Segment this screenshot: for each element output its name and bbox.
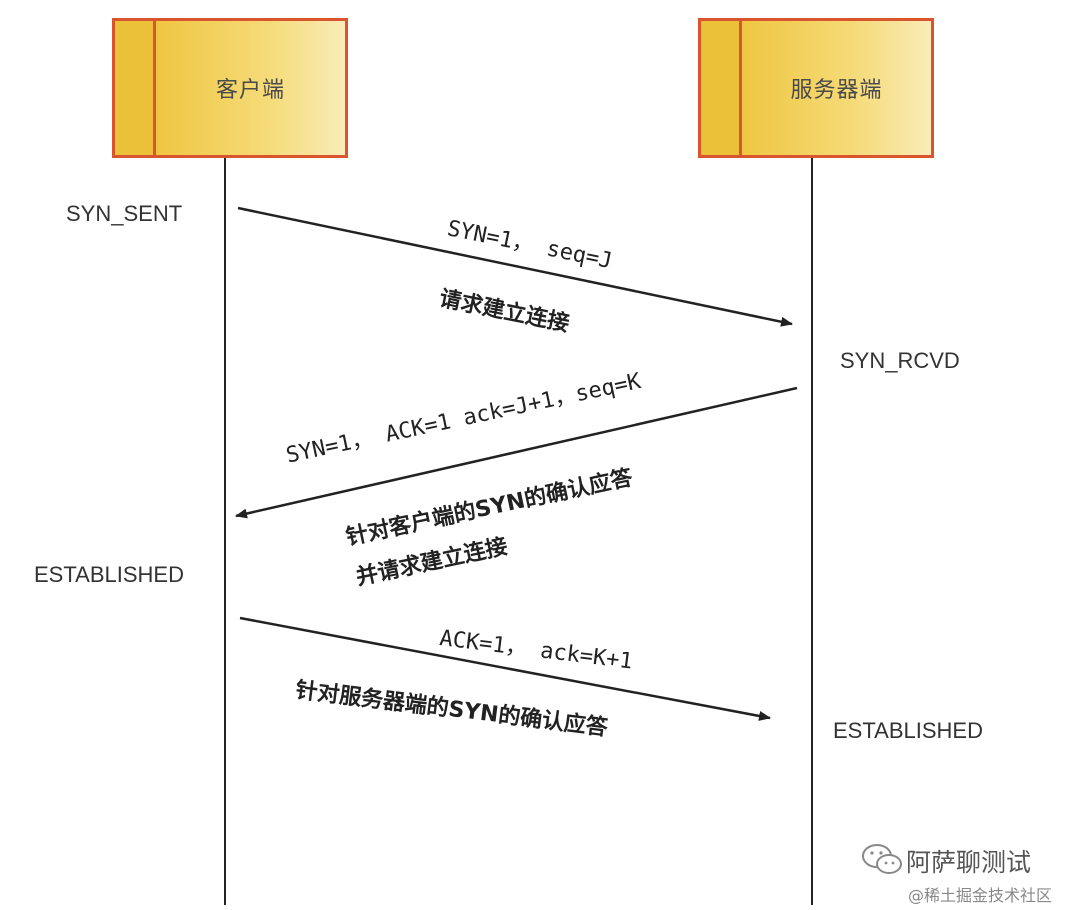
syn-arrow (237, 206, 793, 327)
server-box-body (742, 21, 931, 155)
server-box: 服务器端 (698, 18, 934, 158)
server-box-tab (701, 21, 742, 155)
watermark-title: 阿萨聊测试 (906, 848, 1032, 877)
client-label: 客户端 (215, 78, 285, 103)
server-state-syn-rcvd: SYN_RCVD (840, 348, 960, 373)
client-box-tab (115, 21, 156, 155)
watermark-subtitle: @稀土掘金技术社区 (908, 886, 1053, 905)
ack-arrow (239, 616, 771, 721)
client-state-established: ESTABLISHED (34, 562, 184, 587)
server-state-established: ESTABLISHED (833, 718, 983, 743)
server-label: 服务器端 (790, 78, 883, 103)
wechat-icon (862, 844, 902, 874)
client-box: 客户端 (112, 18, 348, 158)
syn-ack-arrow (235, 386, 798, 519)
client-box-body (156, 21, 345, 155)
client-state-syn-sent: SYN_SENT (66, 201, 183, 226)
